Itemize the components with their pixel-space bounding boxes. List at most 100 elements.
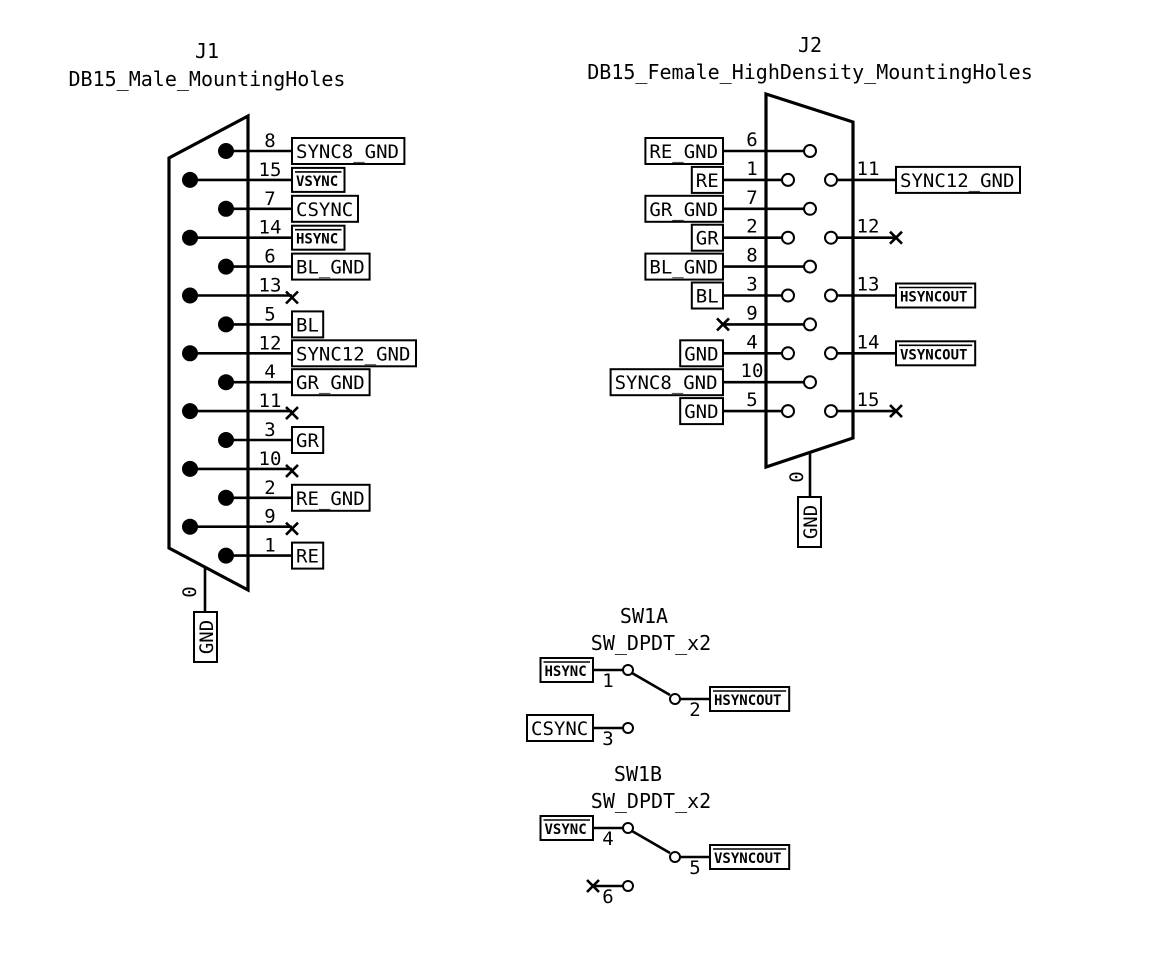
net-label[interactable]: VSYNCOUT	[714, 851, 781, 867]
pin-number: 14	[857, 331, 880, 353]
net-label[interactable]: GR_GND	[649, 199, 718, 221]
pin-contact-icon	[781, 404, 795, 419]
pin-number: 6	[746, 129, 757, 151]
pin-number: 4	[602, 828, 613, 850]
net-label-box	[644, 194, 725, 223]
net-label[interactable]: GR_GND	[296, 372, 365, 394]
pin-contact-icon	[803, 259, 817, 274]
pin-contact-icon	[824, 288, 838, 303]
pin-number: 6	[264, 246, 275, 268]
j2-mount-pin-number: 0	[786, 471, 808, 482]
net-label-box	[690, 223, 724, 252]
throw-contact-icon	[622, 722, 634, 734]
net-label-box	[644, 137, 725, 165]
j2-pin-12: 12	[824, 216, 903, 245]
throw-contact-icon	[669, 851, 681, 863]
net-label[interactable]: HSYNC	[545, 664, 587, 680]
pin-number: 4	[264, 361, 275, 383]
j2-pin-15: 15	[824, 389, 903, 419]
pin-number: 8	[746, 245, 757, 267]
pin-number: 2	[689, 699, 700, 721]
net-label-box	[291, 137, 406, 165]
net-label[interactable]: GND	[684, 401, 718, 423]
sw1b-switch: 4 VSYNC 5 VSYNCOUT 6	[539, 815, 791, 908]
sw1a-switch: 1 HSYNC 2 HSYNCOUT 3 CSYNC	[526, 657, 791, 750]
net-label-box	[690, 165, 724, 194]
j1-value: DB15_Male_MountingHoles	[69, 67, 346, 91]
j2-pin-9: 9	[716, 302, 817, 332]
pin-contact-icon	[781, 346, 795, 361]
j2-pin-1: 1RE	[690, 158, 795, 194]
j1-mount-pin-number: 0	[179, 586, 201, 597]
net-label[interactable]: VSYNCOUT	[900, 347, 967, 363]
net-label[interactable]: SYNC8_GND	[615, 372, 718, 394]
pin-number: 3	[264, 419, 275, 441]
j2-pin-3: 3BL	[690, 274, 795, 310]
throw-contact-icon	[669, 693, 681, 705]
pin-number: 15	[259, 159, 282, 181]
j1-mount-net-label[interactable]: GND	[196, 620, 218, 654]
pin-number: 2	[264, 477, 275, 499]
net-label[interactable]: RE	[296, 546, 319, 568]
net-label[interactable]: HSYNCOUT	[714, 693, 781, 709]
net-label-box	[291, 483, 371, 512]
net-label[interactable]: CSYNC	[531, 718, 588, 740]
pin-number: 13	[259, 275, 282, 297]
no-connect-icon	[285, 521, 299, 536]
pin-number: 5	[264, 303, 275, 325]
sw1b-value: SW_DPDT_x2	[591, 789, 711, 813]
pin-number: 6	[602, 886, 613, 908]
net-label[interactable]: VSYNC	[545, 822, 587, 838]
net-label[interactable]: RE_GND	[296, 488, 365, 510]
net-label[interactable]: BL_GND	[649, 257, 718, 279]
net-label-box	[291, 194, 359, 223]
j1-mount-net-label-box	[193, 611, 218, 663]
net-label[interactable]: BL	[296, 314, 319, 336]
j2-mount-net-label[interactable]: GND	[800, 505, 822, 539]
pin-contact-icon	[781, 288, 795, 303]
net-label[interactable]: BL	[696, 286, 719, 308]
net-label[interactable]: RE_GND	[649, 141, 718, 163]
net-label[interactable]: RE	[696, 170, 719, 192]
pin-number: 9	[264, 506, 275, 528]
j1-pin-13: 13	[182, 275, 299, 305]
net-label[interactable]: HSYNC	[296, 232, 338, 248]
net-label[interactable]: SYNC12_GND	[296, 343, 410, 365]
j1-connector-body	[167, 113, 250, 593]
pin-contact-icon	[803, 144, 817, 158]
net-label[interactable]: GR	[296, 430, 319, 452]
sw1b-reference: SW1B	[614, 762, 662, 786]
net-label[interactable]: VSYNC	[296, 174, 338, 190]
no-connect-icon	[285, 406, 299, 421]
pin-number: 5	[689, 857, 700, 879]
pin-number: 3	[746, 274, 757, 296]
net-label[interactable]: SYNC12_GND	[900, 170, 1014, 192]
net-label[interactable]: BL_GND	[296, 257, 365, 279]
pin-number: 1	[602, 670, 613, 692]
net-label[interactable]: HSYNCOUT	[900, 290, 967, 306]
net-label[interactable]: SYNC8_GND	[296, 141, 399, 163]
net-label-box	[291, 368, 371, 397]
j2-mount-net-label-box	[797, 496, 822, 548]
pin-number: 12	[259, 332, 282, 354]
pin-number: 7	[264, 188, 275, 210]
pin-number: 3	[602, 728, 613, 750]
net-label[interactable]: CSYNC	[296, 199, 353, 221]
pin-number: 12	[857, 216, 880, 238]
net-label[interactable]: GND	[684, 343, 718, 365]
common-contact-icon	[622, 822, 634, 834]
net-label-box	[690, 281, 724, 310]
j1-pin-10: 10	[182, 448, 299, 478]
net-label[interactable]: GR	[696, 228, 719, 250]
net-label-box	[679, 339, 725, 368]
pin-number: 14	[259, 217, 282, 239]
